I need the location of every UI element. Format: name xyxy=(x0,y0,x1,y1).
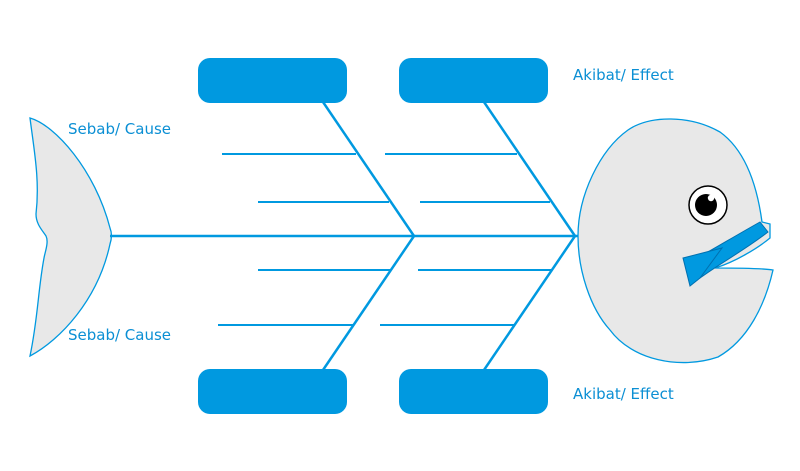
category-box-bottom-right[interactable] xyxy=(399,369,548,414)
cause-label-bottom: Sebab/ Cause xyxy=(68,326,171,344)
rib-top-left xyxy=(323,102,414,236)
rib-bottom-right xyxy=(484,236,575,370)
effect-label-bottom: Akibat/ Effect xyxy=(573,385,674,403)
cause-label-top: Sebab/ Cause xyxy=(68,120,171,138)
category-box-bottom-left[interactable] xyxy=(198,369,347,414)
category-box-top-right[interactable] xyxy=(399,58,548,103)
effect-label-top: Akibat/ Effect xyxy=(573,66,674,84)
fish-eye-glint xyxy=(708,195,714,201)
fish-tail xyxy=(30,118,112,356)
rib-bottom-left xyxy=(323,236,414,370)
category-box-top-left[interactable] xyxy=(198,58,347,103)
rib-top-right xyxy=(484,102,575,236)
